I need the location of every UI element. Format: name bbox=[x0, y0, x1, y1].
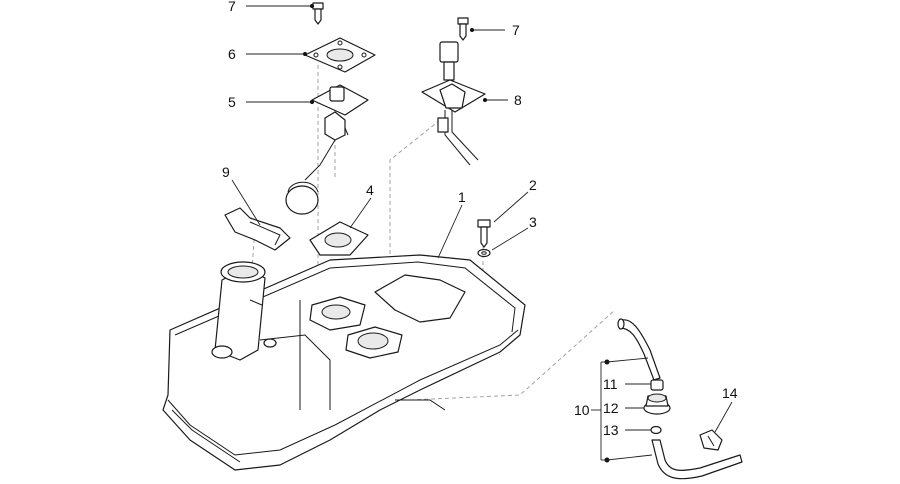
callout-14: 14 bbox=[722, 385, 738, 401]
washer bbox=[477, 248, 491, 258]
callout-8: 8 bbox=[514, 92, 522, 108]
callout-12: 12 bbox=[603, 400, 619, 416]
callout-1: 1 bbox=[458, 189, 466, 205]
callout-3: 3 bbox=[529, 214, 537, 230]
gasket-ring bbox=[309, 221, 369, 256]
hose-clip bbox=[699, 429, 723, 451]
callout-6: 6 bbox=[228, 46, 236, 62]
sender-flange bbox=[304, 37, 376, 73]
callout-11: 11 bbox=[603, 376, 618, 392]
leader-markers bbox=[303, 4, 487, 104]
callout-7-top-left: 7 bbox=[228, 0, 236, 14]
screw-top-right bbox=[457, 17, 469, 41]
leader-lines bbox=[231, 5, 733, 461]
callout-4: 4 bbox=[366, 182, 374, 198]
callout-13: 13 bbox=[603, 422, 619, 438]
fuel-pump bbox=[421, 41, 486, 166]
bolt bbox=[477, 219, 491, 248]
fuel-level-sender bbox=[285, 84, 369, 215]
filler-bracket bbox=[224, 207, 291, 251]
callout-5: 5 bbox=[228, 94, 236, 110]
screw-top-left bbox=[312, 2, 324, 25]
callout-2: 2 bbox=[529, 177, 537, 193]
callout-9: 9 bbox=[222, 164, 230, 180]
callout-10: 10 bbox=[574, 402, 590, 418]
callout-labels: 7 6 5 7 8 9 4 1 2 3 11 10 12 13 14 bbox=[222, 0, 738, 438]
fuel-tank bbox=[162, 254, 526, 471]
callout-7-top-right: 7 bbox=[512, 22, 520, 38]
